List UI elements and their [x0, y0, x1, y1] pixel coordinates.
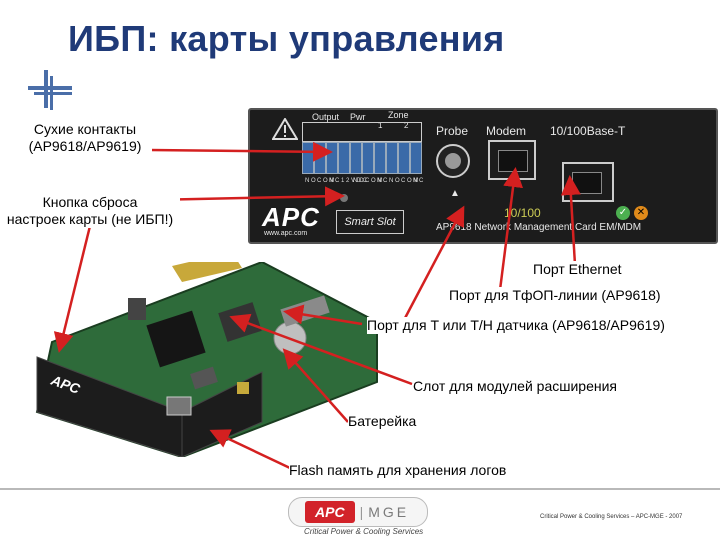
dry-contact-terminal-block	[302, 142, 422, 176]
base-t-label: 10/100Base-T	[550, 124, 626, 138]
ethernet-port-label: Порт Ethernet	[533, 261, 622, 278]
pin-label: N O	[353, 178, 364, 184]
mge-brand: MGE	[368, 504, 410, 520]
battery-label: Батерейка	[348, 413, 417, 430]
speed-label: 10/100	[504, 206, 541, 220]
expansion-slot-label: Слот для модулей расширения	[413, 378, 617, 395]
probe-port-label: Порт для T или T/H датчика (AP9618/AP961…	[367, 317, 665, 334]
pin-label: N C	[377, 178, 388, 184]
pin-label: 1 2 V D C	[341, 178, 368, 184]
apc-mge-logo: APC | MGE	[288, 497, 428, 527]
pin-label: N O	[389, 178, 400, 184]
pin-label: N C	[329, 178, 340, 184]
brand-separator: |	[359, 504, 364, 520]
probe-port[interactable]	[436, 144, 470, 178]
dry-contacts-models-text: (AP9618/AP9619)	[28, 138, 142, 154]
terminal-header-grid	[302, 122, 422, 142]
reset-button-text-1: Кнопка сброса	[42, 194, 138, 210]
apc-logo: APC	[262, 202, 320, 232]
pin-label: N C	[413, 178, 424, 184]
reset-button-text-2: настроек карты (не ИБП!)	[6, 211, 174, 227]
pin-label: C O M	[317, 178, 335, 184]
probe-label: Probe	[436, 124, 469, 138]
zone-2-label: 2	[404, 121, 409, 130]
footer-tagline: Critical Power & Cooling Services	[304, 527, 424, 536]
footer-divider	[0, 488, 720, 490]
pin-label: C O M	[365, 178, 383, 184]
reset-button-label: Кнопка сброса настроек карты (не ИБП!)	[0, 194, 180, 228]
output-label: Output	[312, 112, 340, 122]
dry-contacts-label: Сухие контакты (AP9618/AP9619)	[18, 121, 152, 155]
footer-copyright: Critical Power & Cooling Services – APC-…	[540, 514, 683, 520]
smartslot-logo: Smart Slot	[336, 210, 404, 234]
dry-contacts-text: Сухие контакты	[33, 121, 137, 137]
apc-brand: APC	[305, 501, 355, 523]
card-faceplate: Output Pwr Zone 1 2 N O C O M N C 1 2 V …	[248, 108, 718, 244]
slide-decoration-cross-icon	[28, 70, 74, 110]
zone-1-label: 1	[378, 121, 383, 130]
page-title: ИБП: карты управления	[68, 18, 505, 59]
zone-label: Zone	[388, 110, 409, 120]
link-error-icon: ✕	[634, 206, 648, 220]
pin-label: N O	[305, 178, 316, 184]
warning-icon	[272, 118, 298, 140]
flash-memory-label: Flash память для хранения логов	[289, 462, 507, 479]
link-ok-icon: ✓	[616, 206, 630, 220]
pin-label: C O M	[401, 178, 419, 184]
model-label: AP9618 Network Management Card EM/MDM	[436, 222, 642, 233]
url-label: www.apc.com	[264, 230, 308, 237]
pwr-label: Pwr	[350, 112, 366, 122]
modem-label: Modem	[486, 124, 527, 138]
phone-port-label: Порт для ТфОП-линии (AP9618)	[449, 287, 661, 304]
